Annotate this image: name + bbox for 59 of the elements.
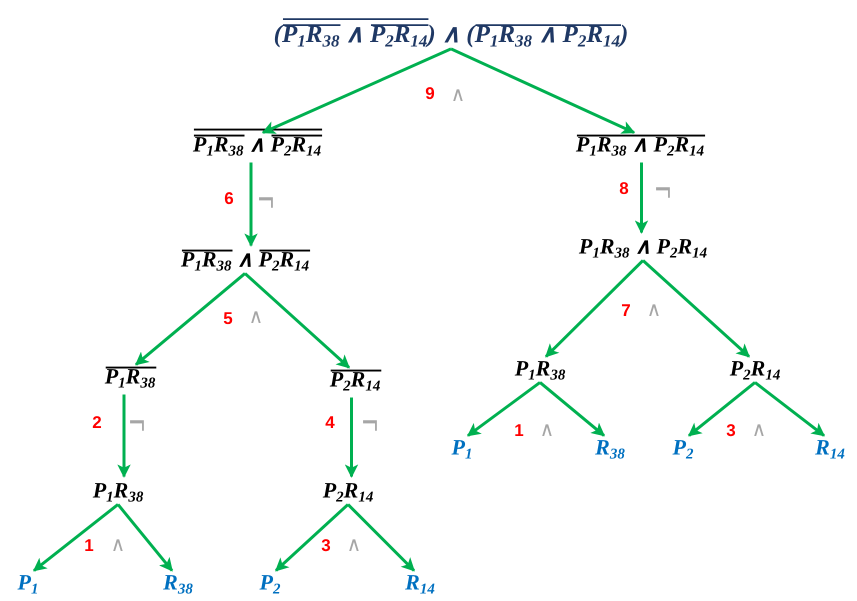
step-number: 2 [92, 413, 102, 433]
formula-label: P$_{1}$R$_{38}$ ∧ P$_{2}$R$_{14}$ [180, 246, 310, 276]
step-number: 9 [425, 84, 435, 104]
variable-label: R$_{14}$ [405, 570, 435, 598]
step-number: 5 [223, 309, 233, 329]
operator-symbol: ∧ [752, 417, 766, 441]
operator-symbol: ∧ [540, 417, 554, 441]
arrow [642, 259, 750, 358]
operator-symbol: ∧ [646, 297, 662, 321]
step-number: 4 [325, 413, 335, 433]
variable-label: R$_{38}$ [163, 570, 193, 598]
step-number: 1 [514, 421, 524, 441]
arrow [544, 259, 644, 358]
arrow [134, 272, 246, 366]
arrow [262, 48, 452, 134]
formula-label: (P$_{1}$R$_{38}$ ∧ P$_{2}$R$_{14}$) ∧ (P$_{1}$R$_{38}$ ∧ P$_{2}$R$_{14}$) [274, 21, 628, 51]
arrow [754, 381, 826, 437]
step-number: 1 [84, 536, 94, 556]
formula-label: P$_{1}$R$_{38}$ ∧ P$_{2}$R$_{14}$ [576, 132, 704, 160]
operator-symbol: ∧ [248, 304, 264, 328]
variable-label: P$_{1}$ [452, 434, 472, 464]
operator-symbol: ¬ [256, 180, 276, 224]
variable-label: P$_{1}$ [18, 570, 38, 598]
arrow [450, 48, 636, 134]
arrow [244, 162, 258, 247]
arrow [117, 394, 131, 478]
operator-symbol: ∧ [110, 532, 126, 556]
step-number: 8 [619, 179, 629, 199]
arrow [344, 397, 358, 478]
formula-label: P$_{1}$R$_{38}$ [514, 356, 566, 384]
operator-symbol: ¬ [360, 404, 380, 446]
arrow [274, 503, 350, 572]
operator-symbol: ¬ [654, 170, 672, 214]
variable-label: R$_{14}$ [815, 434, 845, 464]
formula-label: P$_{2}$R$_{14}$ [730, 356, 780, 384]
variable-label: R$_{38}$ [595, 434, 625, 464]
arrow [688, 381, 756, 437]
arrow [244, 272, 350, 369]
step-number: 7 [621, 301, 631, 321]
arrow [346, 503, 416, 572]
arrow [634, 162, 648, 234]
operator-symbol: ∧ [450, 82, 466, 106]
formula-label: P$_{2}$R$_{14}$ [330, 366, 380, 396]
arrow [32, 503, 119, 572]
formula-label: P$_{1}$R$_{38}$ [104, 364, 156, 392]
variable-label: P$_{2}$ [260, 570, 280, 598]
operator-symbol: ¬ [128, 404, 146, 446]
formula-label: P$_{1}$R$_{38}$ ∧ P$_{2}$R$_{14}$ [578, 234, 708, 262]
arrow [116, 504, 174, 572]
formula-label: P$_{1}$R$_{38}$ ∧ P$_{2}$R$_{14}$ [192, 132, 322, 160]
step-number: 6 [224, 189, 234, 209]
formula-label: P$_{1}$R$_{38}$ [92, 478, 144, 506]
arrow [539, 381, 606, 437]
operator-symbol: ∧ [346, 532, 362, 556]
variable-label: P$_{2}$ [672, 434, 694, 464]
step-number: 3 [321, 536, 331, 556]
step-number: 3 [726, 421, 736, 441]
formula-label: P$_{2}$R$_{14}$ [322, 478, 374, 506]
arrow [466, 381, 541, 437]
